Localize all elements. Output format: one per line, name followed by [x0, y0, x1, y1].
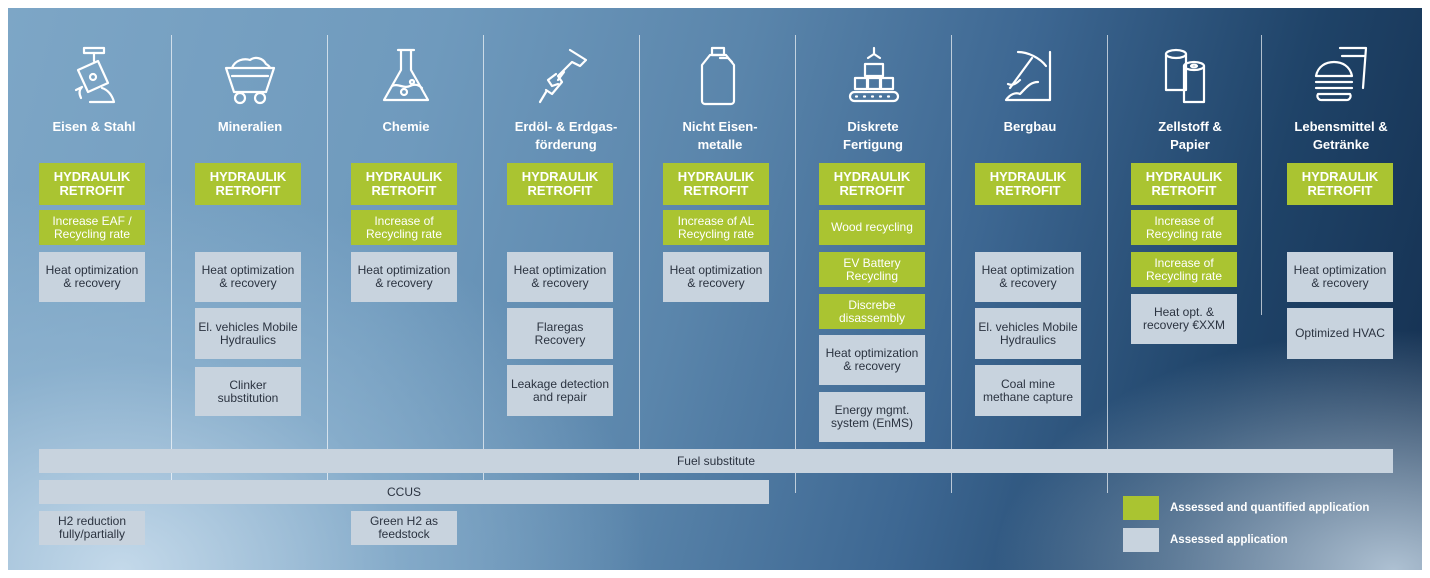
legend-swatch-assessed	[1123, 528, 1159, 552]
application-box-assessed: Flaregas Recovery	[507, 308, 613, 359]
application-box-assessed: Leakage detection and repair	[507, 365, 613, 416]
legend-label-quantified: Assessed and quantified application	[1170, 502, 1370, 514]
hydraulik-retrofit-box: HYDRAULIK RETROFIT	[1287, 163, 1393, 205]
industry-application-matrix: Eisen & Stahl Mineralien Chemie Erdöl- &…	[8, 8, 1422, 570]
fuel-nozzle-icon	[530, 44, 594, 108]
mine-cart-icon	[218, 44, 282, 108]
h2-reduction-box: H2 reduction fully/partially	[39, 511, 145, 545]
hydraulik-retrofit-box: HYDRAULIK RETROFIT	[351, 163, 457, 205]
paper-rolls-icon	[1154, 44, 1218, 108]
column-divider	[951, 35, 952, 493]
pickaxe-icon	[998, 44, 1062, 108]
column-title-eisen-stahl: Eisen & Stahl	[52, 119, 136, 134]
application-box-assessed: Energy mgmt. system (EnMS)	[819, 392, 925, 442]
legend-label-assessed: Assessed application	[1170, 534, 1288, 546]
application-box-quantified: Wood recycling	[819, 210, 925, 245]
hydraulik-retrofit-box: HYDRAULIK RETROFIT	[975, 163, 1081, 205]
application-box-assessed: Heat optimization & recovery	[195, 252, 301, 302]
application-box-assessed: Heat optimization & recovery	[39, 252, 145, 302]
application-box-quantified: EV Battery Recycling	[819, 252, 925, 287]
column-divider	[1261, 35, 1262, 315]
column-divider	[171, 35, 172, 493]
column-divider	[483, 35, 484, 493]
application-box-quantified: Increase of Recycling rate	[1131, 210, 1237, 245]
application-box-assessed: Heat optimization & recovery	[975, 252, 1081, 302]
application-box-assessed: Heat optimization & recovery	[819, 335, 925, 385]
flask-icon	[374, 44, 438, 108]
application-box-assessed: Coal mine methane capture	[975, 365, 1081, 416]
conveyor-icon	[842, 44, 906, 108]
application-box-assessed: Clinker substitution	[195, 367, 301, 416]
application-box-assessed: Heat optimization & recovery	[351, 252, 457, 302]
ccus-bar: CCUS	[39, 480, 769, 504]
column-divider	[327, 35, 328, 493]
column-title-bergbau: Bergbau	[1003, 119, 1057, 134]
application-box-quantified: Increase of AL Recycling rate	[663, 210, 769, 245]
column-divider	[639, 35, 640, 493]
application-box-assessed: Heat opt. & recovery €XXM	[1131, 294, 1237, 344]
application-box-assessed: Heat optimization & recovery	[507, 252, 613, 302]
column-title-diskrete-fertigung: Diskrete Fertigung	[843, 119, 903, 152]
hydraulik-retrofit-box: HYDRAULIK RETROFIT	[39, 163, 145, 205]
application-box-assessed: El. vehicles Mobile Hydraulics	[975, 308, 1081, 359]
column-divider	[1107, 35, 1108, 493]
application-box-quantified: Increase EAF / Recycling rate	[39, 210, 145, 245]
fuel-substitute-bar: Fuel substitute	[39, 449, 1393, 473]
steel-ladle-icon	[62, 44, 126, 108]
legend-swatch-quantified	[1123, 496, 1159, 520]
column-title-nicht-eisenmetalle: Nicht Eisen-metalle	[682, 119, 758, 152]
column-title-lebensmittel-getraenke: Lebensmittel & Getränke	[1294, 119, 1388, 152]
green-h2-box: Green H2 as feedstock	[351, 511, 457, 545]
application-box-assessed: El. vehicles Mobile Hydraulics	[195, 308, 301, 359]
application-box-assessed: Heat optimization & recovery	[663, 252, 769, 302]
application-box-assessed: Heat optimization & recovery	[1287, 252, 1393, 302]
column-title-chemie: Chemie	[382, 119, 430, 134]
hydraulik-retrofit-box: HYDRAULIK RETROFIT	[663, 163, 769, 205]
application-box-quantified: Increase of Recycling rate	[1131, 252, 1237, 287]
column-title-erdoel-erdgas: Erdöl- & Erdgas-förderung	[514, 119, 618, 152]
hydraulik-retrofit-box: HYDRAULIK RETROFIT	[819, 163, 925, 205]
column-divider	[795, 35, 796, 493]
application-box-assessed: Optimized HVAC	[1287, 308, 1393, 359]
application-box-quantified: Discrebe disassembly	[819, 294, 925, 329]
column-title-mineralien: Mineralien	[217, 119, 283, 134]
application-box-quantified: Increase of Recycling rate	[351, 210, 457, 245]
hydraulik-retrofit-box: HYDRAULIK RETROFIT	[195, 163, 301, 205]
hydraulik-retrofit-box: HYDRAULIK RETROFIT	[507, 163, 613, 205]
burger-drink-icon	[1310, 44, 1374, 108]
canister-icon	[686, 44, 750, 108]
column-title-zellstoff-papier: Zellstoff & Papier	[1158, 119, 1222, 152]
hydraulik-retrofit-box: HYDRAULIK RETROFIT	[1131, 163, 1237, 205]
